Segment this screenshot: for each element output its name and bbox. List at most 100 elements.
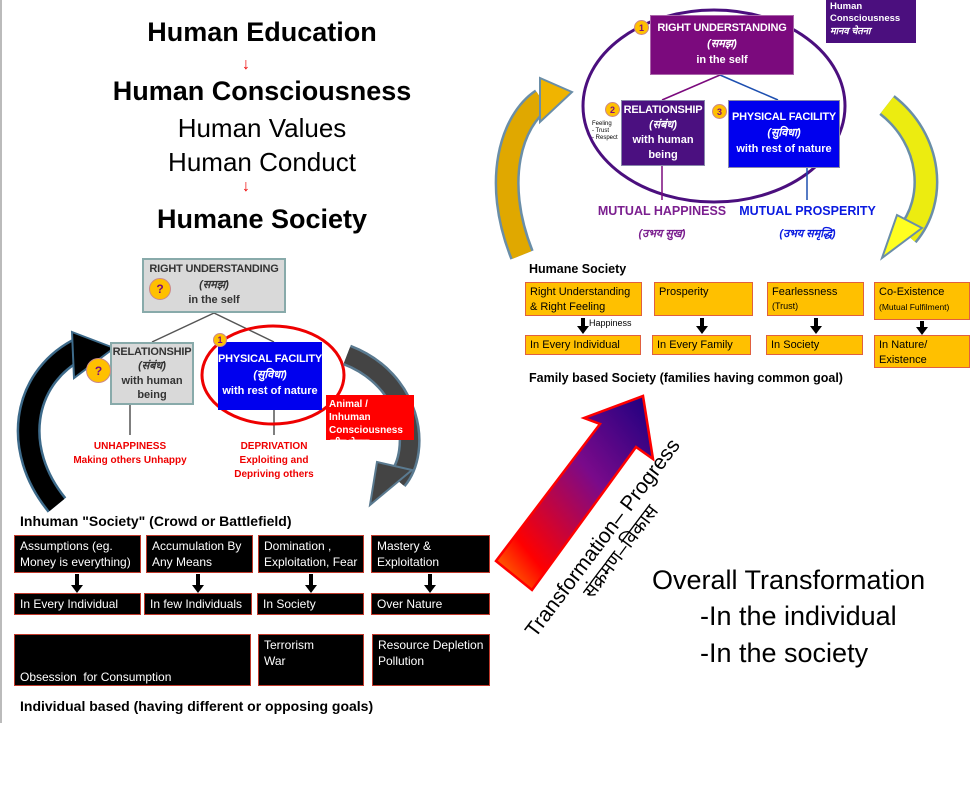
label: Consciousness — [329, 425, 403, 436]
label-hindi: (उभय सुख) — [638, 228, 686, 240]
box-sub: with human being — [121, 374, 183, 401]
down-arrow-icon — [424, 585, 436, 593]
question-badge-icon: ? — [86, 358, 111, 383]
red-ellipse — [200, 324, 346, 426]
down-arrow-icon — [581, 318, 585, 327]
humane-society-heading: Humane Society — [156, 204, 368, 234]
box-title: RELATIONSHIP — [623, 104, 703, 117]
transformation-arrow-icon — [494, 394, 655, 592]
cell-line: Fearlessness — [772, 286, 838, 298]
box-hindi: (संबंध) — [138, 360, 166, 373]
inhuman-row1-cell: Mastery & Exploitation — [371, 535, 490, 573]
down-arrow-icon — [696, 326, 708, 334]
cell-line: Obsession for Consumption — [20, 670, 172, 685]
down-arrow-icon — [700, 318, 704, 327]
box-title: PHYSICAL FACILITY — [218, 353, 322, 366]
box-sub: with rest of nature — [222, 384, 318, 397]
label: MUTUAL HAPPINESS — [597, 204, 727, 218]
box-sub: with rest of nature — [736, 142, 832, 155]
cell-line: Right Understanding — [530, 286, 631, 298]
box-title: RELATIONSHIP — [112, 345, 192, 358]
cell-line: Pollution — [378, 654, 425, 669]
box-sub: in the self — [696, 53, 748, 66]
humane-row1-cell: Right Understanding & Right Feeling — [525, 282, 642, 316]
box-title: RIGHT UNDERSTANDING — [149, 262, 279, 275]
humane-row2-cell: In Every Individual — [525, 335, 641, 355]
feeling-item: Feeling — [592, 121, 612, 127]
overall-line: -In the individual — [700, 601, 897, 631]
human-values-text: Human Values — [177, 113, 347, 143]
inhuman-row1-cell: Domination , Exploitation, Fear — [258, 535, 364, 573]
humane-society-footer: Family based Society (families having co… — [529, 371, 843, 385]
cell-line: Resource Depletion — [378, 638, 484, 652]
animal-consciousness-box: Animal / Inhuman Consciousness जीव चेतना — [326, 395, 414, 449]
down-arrow-icon — [71, 585, 83, 593]
inhuman-row2-cell: In few Individuals — [144, 593, 252, 615]
humane-row2-cell: In Nature/ Existence — [874, 335, 970, 368]
right-understanding-box-human: RIGHT UNDERSTANDING (समझ) in the self — [650, 15, 794, 75]
feeling-item: - Respect — [592, 135, 618, 142]
number-badge-icon: 3 — [712, 104, 727, 119]
number-badge-icon: 1 — [634, 20, 649, 35]
down-arrow-icon: ↓ — [242, 178, 250, 195]
feelings-list: Feeling - Trust - Respect — [592, 121, 618, 143]
cell-line: (Mutual Fulfilment) — [879, 301, 950, 312]
physical-facility-box-inhuman: PHYSICAL FACILITY (सुविधा) with rest of … — [218, 342, 322, 410]
cell-line: " for Sensual Pleasure — [32, 767, 181, 782]
inhuman-row2-cell: In Every Individual — [14, 593, 141, 615]
down-arrow-icon — [577, 326, 589, 334]
cell-line: Prosperity — [659, 286, 709, 298]
inhuman-row1-cell: Accumulation By Any Means — [146, 535, 253, 573]
label: Depriving others — [234, 469, 314, 480]
unhappiness-label: UNHAPPINESS Making others Unhappy — [62, 440, 198, 468]
humane-row2-cell: In Every Family — [652, 335, 751, 355]
humane-society-title: Humane Society — [529, 262, 627, 276]
down-arrow-icon — [920, 321, 924, 328]
humane-row2-cell: In Society — [766, 335, 863, 355]
relationship-box-human: RELATIONSHIP (संबंध) with human being — [621, 100, 705, 166]
inhuman-society-footer: Individual based (having different or op… — [20, 698, 374, 714]
label: Human — [830, 1, 863, 12]
physical-facility-box-human: PHYSICAL FACILITY (सुविधा) with rest of … — [728, 100, 840, 168]
cell-line: War — [264, 654, 286, 669]
human-education-heading: Human Education — [147, 17, 377, 47]
label-hindi: मानव चेतना — [830, 25, 871, 37]
down-arrow-icon — [814, 318, 818, 327]
overall-transformation-title: Overall Transformation — [652, 565, 926, 595]
cell-line: Terrorism — [264, 638, 314, 652]
label: Exploiting and — [239, 455, 309, 466]
box-hindi: (सुविधा) — [767, 127, 801, 140]
label: Making others Unhappy — [73, 455, 187, 466]
human-consciousness-heading: Human Consciousness — [112, 76, 412, 106]
happiness-label: Happiness — [589, 318, 632, 328]
label: DEPRIVATION — [240, 441, 308, 452]
number-badge-icon: 1 — [213, 333, 227, 347]
label: UNHAPPINESS — [93, 441, 167, 452]
resource-cell: Resource Depletion Pollution — [372, 634, 490, 686]
label: MUTUAL PROSPERITY — [739, 204, 876, 218]
cell-line: & Right Feeling — [530, 300, 606, 313]
humane-row1-cell: Co-Existence (Mutual Fulfilment) — [874, 282, 970, 320]
feeling-item: - Trust — [592, 128, 610, 135]
inhuman-row1-cell: Assumptions (eg. Money is everything) — [14, 535, 141, 573]
humane-row1-cell: Prosperity — [654, 282, 753, 316]
label-hindi: (उभय समृद्धि) — [779, 228, 836, 240]
down-arrow-icon — [196, 574, 200, 586]
obsession-cell: Obsession for Consumption " for Profit "… — [14, 634, 251, 782]
label: Animal / Inhuman — [329, 399, 371, 423]
number-badge-icon: 2 — [605, 102, 620, 117]
box-hindi: (समझ) — [707, 38, 737, 51]
down-arrow-icon — [305, 585, 317, 593]
mutual-prosperity-label: MUTUAL PROSPERITY (उभय समृद्धि) — [735, 204, 880, 241]
down-arrow-icon: ↓ — [242, 56, 250, 73]
inhuman-society-title: Inhuman "Society" (Crowd or Battlefield) — [20, 513, 292, 529]
terrorism-cell: Terrorism War — [258, 634, 364, 686]
human-conduct-text: Human Conduct — [168, 147, 356, 177]
down-arrow-icon — [309, 574, 313, 586]
box-hindi: (सुविधा) — [253, 369, 287, 382]
human-consciousness-box: Human Consciousness मानव चेतना — [826, 0, 916, 43]
down-arrow-icon — [192, 585, 204, 593]
cell-line: Co-Existence — [879, 286, 945, 298]
box-hindi: (संबंध) — [649, 119, 677, 132]
relationship-box-inhuman: RELATIONSHIP (संबंध) with human being — [110, 342, 194, 405]
